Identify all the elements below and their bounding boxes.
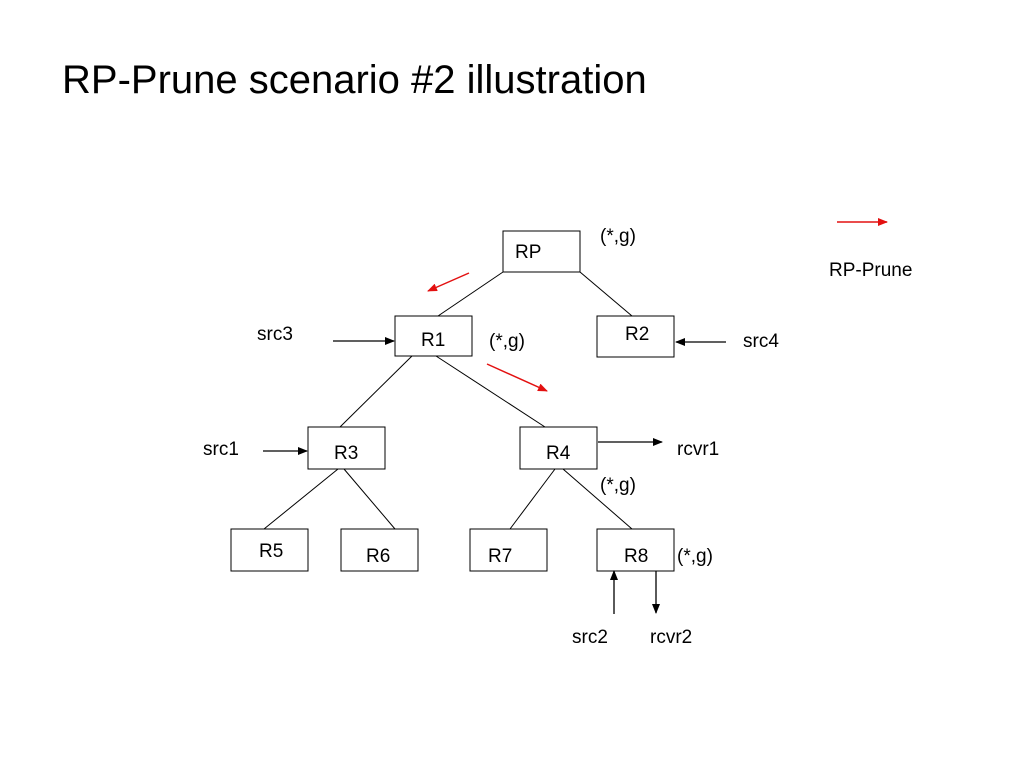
node-r3: R3 bbox=[307, 426, 386, 470]
node-rp-label: RP bbox=[515, 242, 541, 263]
edge-r3-r5 bbox=[263, 468, 339, 530]
src2-label: src2 bbox=[572, 627, 608, 648]
node-r8: R8 bbox=[596, 528, 675, 572]
state-label-rp: (*,g) bbox=[600, 226, 636, 247]
node-r1: R1 bbox=[394, 315, 473, 357]
node-r2-label: R2 bbox=[625, 324, 649, 345]
edge-r1-r3 bbox=[339, 355, 413, 428]
edge-rp-r1 bbox=[437, 271, 504, 317]
rcvr1-label: rcvr1 bbox=[677, 439, 719, 460]
node-r5: R5 bbox=[230, 528, 309, 572]
edge-r1-r4 bbox=[435, 355, 546, 428]
node-r5-label: R5 bbox=[259, 541, 283, 562]
state-label-r1: (*,g) bbox=[489, 331, 525, 352]
edge-r4-r8 bbox=[562, 468, 633, 530]
rcvr2-label: rcvr2 bbox=[650, 627, 692, 648]
node-r7: R7 bbox=[469, 528, 548, 572]
node-r4-label: R4 bbox=[546, 443, 571, 464]
legend-prune-label: RP-Prune bbox=[829, 260, 912, 281]
edge-r3-r6 bbox=[343, 468, 396, 530]
edge-r4-r7 bbox=[509, 468, 556, 530]
prune-arrow-toward-r1 bbox=[427, 272, 470, 292]
node-r6-label: R6 bbox=[366, 546, 390, 567]
node-r1-label: R1 bbox=[421, 330, 445, 351]
edge-rp-r2 bbox=[579, 271, 633, 317]
src1-label: src1 bbox=[203, 439, 239, 460]
legend: RP-Prune bbox=[829, 218, 912, 281]
node-r2: R2 bbox=[596, 315, 675, 358]
src3-label: src3 bbox=[257, 324, 293, 345]
node-r7-label: R7 bbox=[488, 546, 512, 567]
node-r6: R6 bbox=[340, 528, 419, 572]
state-label-r4: (*,g) bbox=[600, 475, 636, 496]
src4-label: src4 bbox=[743, 331, 779, 352]
node-r8-label: R8 bbox=[624, 546, 648, 567]
node-r3-label: R3 bbox=[334, 443, 358, 464]
prune-arrow-toward-r4 bbox=[486, 363, 548, 392]
state-label-r8: (*,g) bbox=[677, 546, 713, 567]
node-r4: R4 bbox=[519, 426, 598, 470]
slide-title: RP-Prune scenario #2 illustration bbox=[62, 58, 647, 102]
node-rp: RP bbox=[502, 230, 581, 273]
